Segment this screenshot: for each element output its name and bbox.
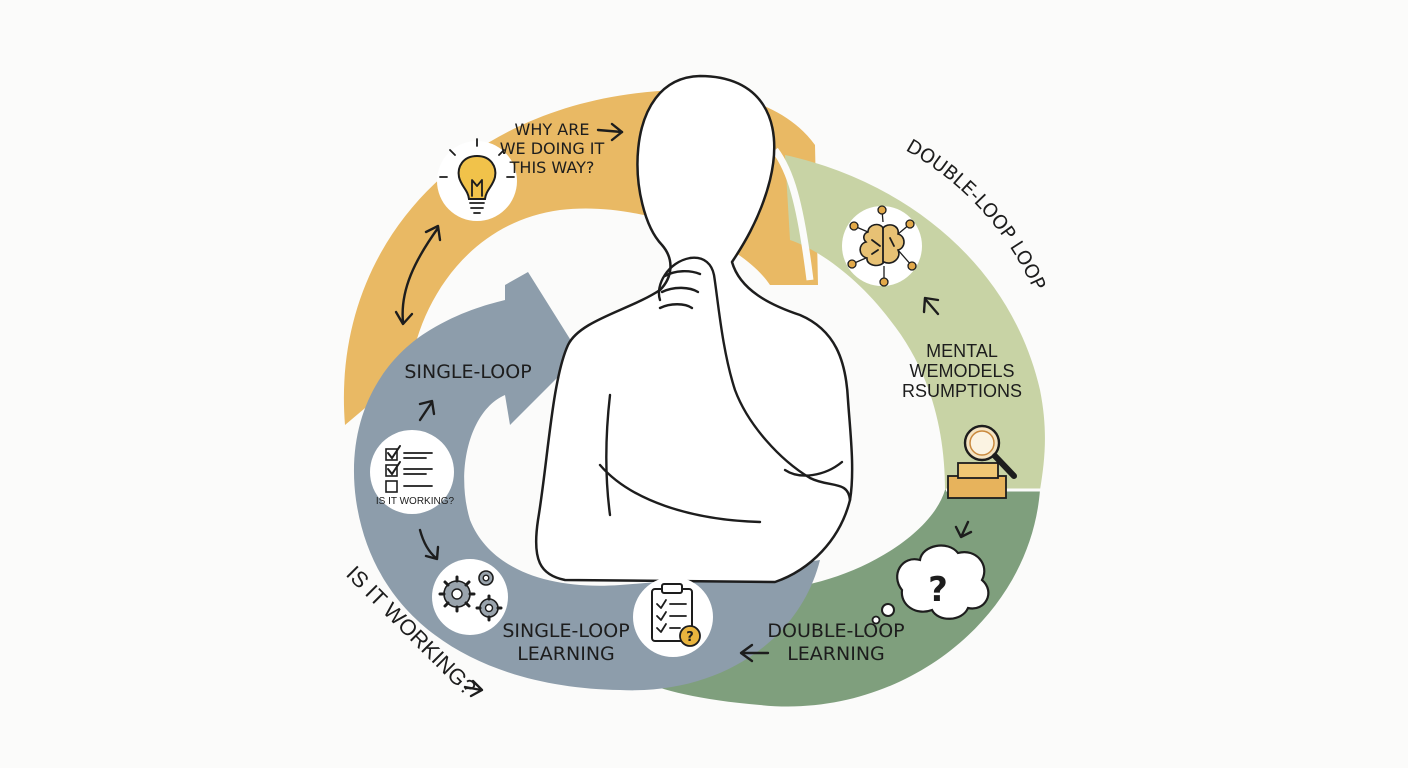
- question-line-3: THIS WAY?: [509, 158, 595, 177]
- gears-icon: [432, 559, 508, 635]
- question-line-1: WHY ARE: [515, 120, 590, 139]
- single-loop-label: SINGLE-LOOP: [404, 361, 531, 383]
- double-loop-learning-label: DOUBLE-LOOP LEARNING: [767, 620, 904, 665]
- mental-line-3: RSUMPTIONS: [902, 381, 1022, 401]
- brain-network-icon: [842, 206, 922, 286]
- svg-text:?: ?: [686, 630, 694, 645]
- single-learning-line-2: LEARNING: [517, 643, 615, 665]
- question-line-2: WE DOING IT: [500, 139, 605, 158]
- clipboard-question-icon: ?: [633, 577, 713, 657]
- mental-line-1: MENTAL: [926, 341, 998, 361]
- checklist-caption: IS IT WORKING?: [376, 496, 455, 507]
- double-learning-line-2: LEARNING: [787, 643, 885, 665]
- double-learning-line-1: DOUBLE-LOOP: [767, 620, 904, 642]
- svg-text:?: ?: [928, 570, 948, 610]
- mental-line-2: WEMODELS: [909, 361, 1014, 381]
- single-learning-line-1: SINGLE-LOOP: [502, 620, 629, 642]
- question-label: WHY ARE WE DOING IT THIS WAY?: [500, 120, 605, 177]
- single-loop-learning-label: SINGLE-LOOP LEARNING: [502, 620, 629, 665]
